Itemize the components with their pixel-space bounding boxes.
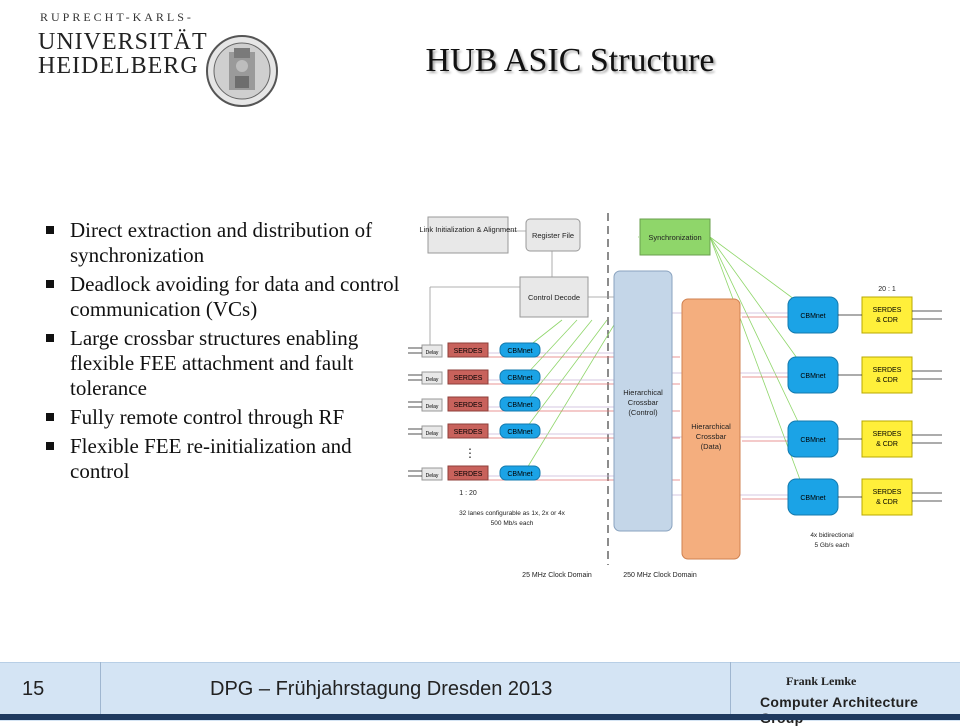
register-file-block: Register File [525, 218, 581, 252]
svg-text:SERDES: SERDES [454, 402, 483, 409]
connection-lines [523, 236, 803, 486]
bullet-item: Flexible FEE re-initialization and contr… [44, 434, 404, 484]
university-seal-icon [206, 35, 278, 107]
university-name-line3: HEIDELBERG [38, 53, 199, 79]
lanes-ellipsis: ⋮ [464, 446, 476, 460]
svg-text:& CDR: & CDR [876, 499, 898, 506]
footer-divider [730, 662, 731, 714]
synchronization-label: Synchronization [648, 233, 701, 242]
link-init-label: Link Initialization & Alignment [419, 225, 517, 234]
left-io-arrows [408, 347, 422, 477]
svg-text:Delay: Delay [426, 404, 439, 410]
lanes-note-2: 500 Mb/s each [491, 520, 534, 527]
svg-text:CBMnet: CBMnet [800, 437, 825, 444]
lane-row: Delay SERDES CBMnet [421, 369, 541, 385]
bullet-list: Direct extraction and distribution of sy… [44, 218, 404, 488]
conference-name: DPG – Frühjahrstagung Dresden 2013 [210, 678, 553, 700]
svg-text:SERDES: SERDES [454, 471, 483, 478]
control-decode-block: Control Decode [519, 276, 589, 318]
register-file-label: Register File [532, 231, 574, 240]
bullet-item: Fully remote control through RF [44, 405, 404, 430]
bullet-square-icon [46, 442, 54, 450]
ratio-left: 1 : 20 [459, 490, 477, 497]
right-link: CBMnet SERDES & CDR [787, 478, 942, 516]
lane-row: Delay SERDES CBMnet [421, 465, 541, 481]
bullet-item: Large crossbar structures enabling flexi… [44, 326, 404, 401]
right-link: CBMnet SERDES & CDR [787, 296, 942, 334]
clock-250-label: 250 MHz Clock Domain [623, 572, 697, 579]
control-decode-label: Control Decode [528, 293, 580, 302]
bullet-square-icon [46, 413, 54, 421]
footer-divider [100, 662, 101, 714]
svg-text:CBMnet: CBMnet [507, 402, 532, 409]
svg-text:SERDES: SERDES [873, 431, 902, 438]
group-name: Computer Architecture Group [760, 694, 919, 726]
university-name-line1: RUPRECHT-KARLS- [40, 10, 194, 24]
footer-bar [0, 662, 960, 721]
svg-text:& CDR: & CDR [876, 317, 898, 324]
ratio-right: 20 : 1 [878, 286, 896, 293]
bullet-item: Deadlock avoiding for data and control c… [44, 272, 404, 322]
links-note-2: 5 Gb/s each [814, 542, 849, 549]
svg-text:CBMnet: CBMnet [507, 471, 532, 478]
lane-row: Delay SERDES CBMnet [421, 342, 541, 358]
footer-bottom-stripe [0, 714, 960, 720]
svg-text:Delay: Delay [426, 431, 439, 437]
bullet-square-icon [46, 226, 54, 234]
university-name-line2: UNIVERSITÄT [38, 29, 208, 55]
svg-text:Delay: Delay [426, 473, 439, 479]
svg-text:SERDES: SERDES [873, 489, 902, 496]
svg-text:SERDES: SERDES [454, 348, 483, 355]
svg-text:CBMnet: CBMnet [800, 495, 825, 502]
hub-asic-diagram: Link Initialization & Alignment Register… [408, 213, 942, 579]
lanes-note-1: 32 lanes configurable as 1x, 2x or 4x [459, 510, 566, 517]
link-init-block: Link Initialization & Alignment [419, 216, 517, 254]
clock-25-label: 25 MHz Clock Domain [522, 572, 592, 579]
svg-text:SERDES: SERDES [873, 367, 902, 374]
links-note-1: 4x bidirectional [810, 532, 854, 539]
lane-row: Delay SERDES CBMnet [421, 423, 541, 439]
bullet-square-icon [46, 280, 54, 288]
page-number: 15 [22, 678, 45, 700]
svg-text:SERDES: SERDES [873, 307, 902, 314]
svg-text:SERDES: SERDES [454, 375, 483, 382]
svg-text:CBMnet: CBMnet [507, 348, 532, 355]
svg-text:& CDR: & CDR [876, 377, 898, 384]
synchronization-block: Synchronization [639, 218, 711, 256]
svg-text:CBMnet: CBMnet [507, 429, 532, 436]
bullet-square-icon [46, 334, 54, 342]
svg-text:Delay: Delay [426, 350, 439, 356]
svg-text:CBMnet: CBMnet [507, 375, 532, 382]
bullet-item: Direct extraction and distribution of sy… [44, 218, 404, 268]
slide-title: HUB ASIC Structure [425, 42, 715, 79]
right-link: CBMnet SERDES & CDR [787, 356, 942, 394]
svg-text:SERDES: SERDES [454, 429, 483, 436]
right-link: CBMnet SERDES & CDR [787, 420, 942, 458]
svg-text:CBMnet: CBMnet [800, 313, 825, 320]
author-name: Frank Lemke [786, 674, 857, 688]
lane-row: Delay SERDES CBMnet [421, 396, 541, 412]
svg-text:& CDR: & CDR [876, 441, 898, 448]
svg-text:CBMnet: CBMnet [800, 373, 825, 380]
svg-text:Delay: Delay [426, 377, 439, 383]
